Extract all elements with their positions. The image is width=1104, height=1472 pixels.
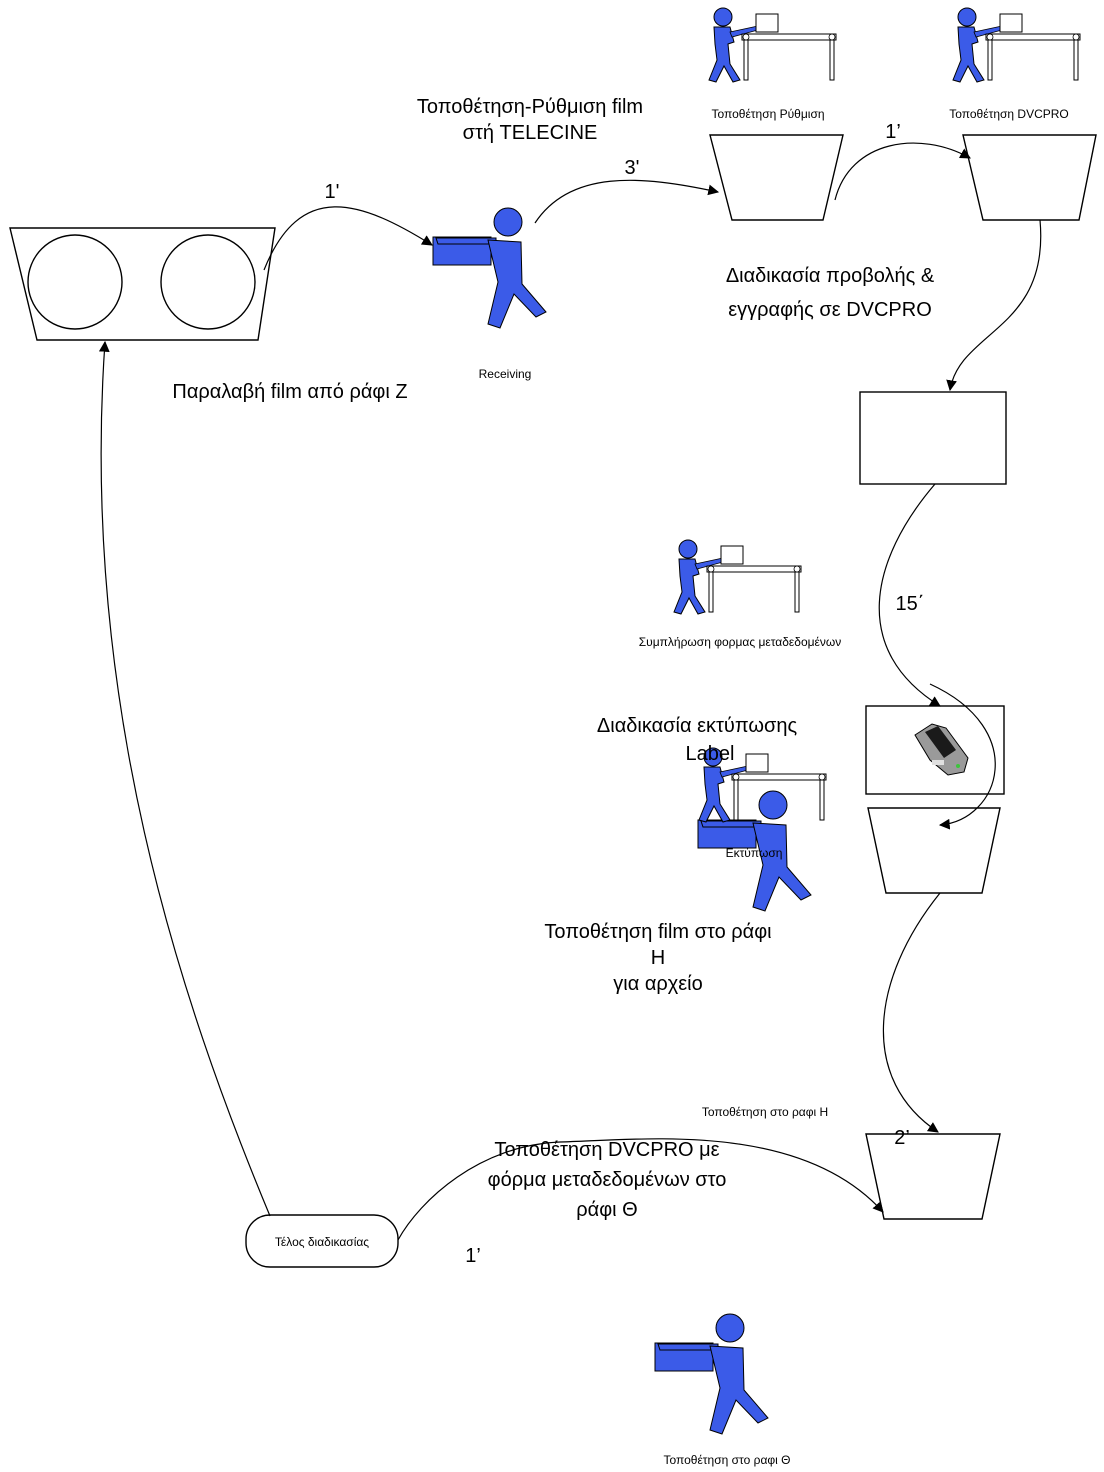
flow-projection-to-printer <box>878 483 941 707</box>
label-projection-line1: Διαδικασία προβολής & <box>726 265 935 287</box>
time-telecine: 3' <box>625 157 640 179</box>
flow-end-to-shelf-theta <box>397 1138 884 1241</box>
time-metadata: 15΄ <box>896 593 925 615</box>
label-dvcpro-caption: Τοποθέτηση DVCPRO <box>949 107 1069 121</box>
end-terminator-label: Τέλος διαδικασίας <box>275 1235 369 1249</box>
flow-receiving-to-telecine <box>534 179 720 224</box>
label-telecine-line1: Τοποθέτηση-Ρύθμιση film <box>417 96 643 118</box>
flow-end-to-reel <box>98 340 271 1217</box>
label-shelf-theta-caption: Τοποθέτηση στο ραφι Θ <box>663 1453 790 1467</box>
flow-shelf-h-to-shelf-theta <box>882 892 941 1133</box>
time-receive: 1' <box>325 181 340 203</box>
dvcpro-hopper <box>962 134 1097 221</box>
receiving-person-icon <box>432 207 547 329</box>
film-reel-container <box>9 227 276 341</box>
shelf-h-hopper <box>867 807 1001 894</box>
label-metadata-caption: Συμπλήρωση φορμας μεταδεδομένων <box>639 635 842 649</box>
flow-printer-to-shelf-h <box>929 683 996 830</box>
label-shelf-theta-line1: Τοποθέτηση DVCPRO με <box>494 1139 719 1161</box>
label-shelf-theta-line3: ράφι Θ <box>576 1199 637 1221</box>
label-print-caption: Εκτύπωση <box>726 846 783 860</box>
printer-box <box>865 705 1005 795</box>
setup-worker-icon <box>708 7 837 83</box>
label-receive-title: Παραλαβή film από ράφι Ζ <box>172 381 407 403</box>
label-shelf-h-line3: για αρχείο <box>613 973 702 995</box>
flow-reel-to-receiving <box>263 206 433 271</box>
label-shelf-theta-line2: φόρμα μεταδεδομένων στο <box>488 1169 727 1191</box>
flow-dvcpro-to-projection <box>946 219 1042 392</box>
time-shelf-theta: 1’ <box>465 1245 481 1267</box>
dvcpro-worker-icon <box>952 7 1081 83</box>
telecine-hopper <box>709 134 844 221</box>
flow-telecine-to-dvcpro <box>834 142 971 201</box>
label-print-line1: Διαδικασία εκτύπωσης <box>597 715 798 737</box>
label-shelf-h-caption: Τοποθέτηση στο ραφι Η <box>702 1105 828 1119</box>
time-dvcpro: 1’ <box>885 121 901 143</box>
label-print-line2: Label <box>686 743 735 765</box>
shelf-theta-hopper <box>865 1133 1001 1220</box>
label-shelf-h-line1: Τοποθέτηση film στο ράφι <box>544 921 771 943</box>
printer-icon <box>914 723 969 776</box>
label-receiving-caption: Receiving <box>479 367 532 381</box>
shelf-theta-person-icon <box>654 1313 769 1435</box>
label-setup-caption: Τοποθέτηση Ρύθμιση <box>711 107 824 121</box>
metadata-worker-icon <box>673 539 802 615</box>
end-terminator <box>245 1214 399 1268</box>
time-shelf-h: 2’ <box>894 1127 910 1149</box>
label-projection-line2: εγγραφής σε DVCPRO <box>728 299 932 321</box>
label-telecine-line2: στή TELECINE <box>463 122 598 144</box>
projection-box <box>859 391 1007 485</box>
label-shelf-h-line2: Η <box>651 947 665 969</box>
